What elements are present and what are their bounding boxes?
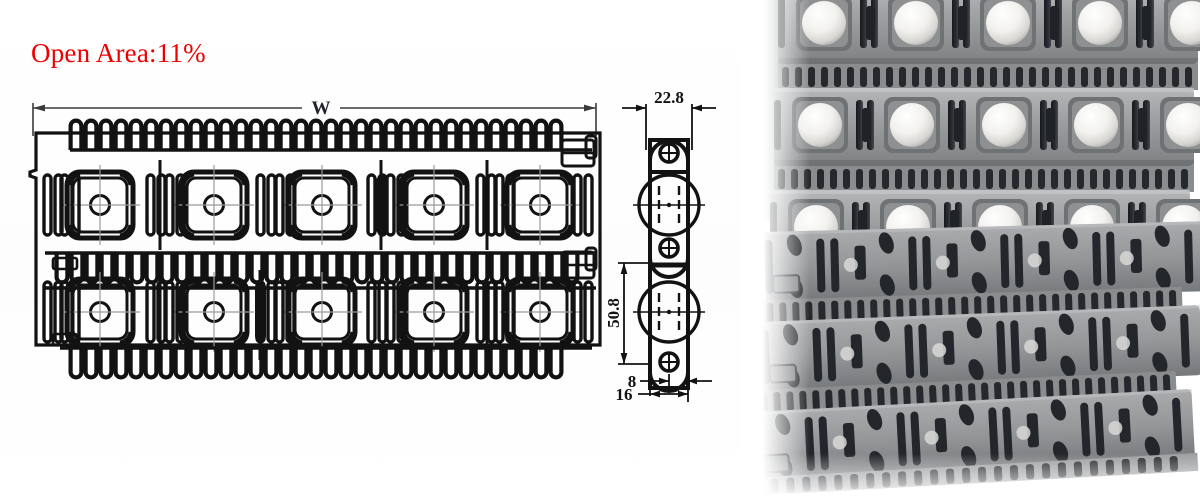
dimension-8-label: 8: [628, 372, 637, 391]
engineering-drawing: W: [28, 88, 716, 404]
technical-drawing-panel: Open Area:11%: [0, 0, 760, 500]
top-view: [28, 121, 602, 378]
product-photo-panel: [740, 0, 1200, 500]
end-link-detail: [560, 134, 598, 280]
dimension-16-label: 16: [616, 385, 633, 404]
ball-socket: [174, 165, 254, 245]
dimension-width-label: W: [312, 98, 331, 119]
ball-socket-row-top: [42, 160, 594, 250]
dimension-16: 16: [616, 374, 689, 404]
dimension-50-8: 50.8: [604, 262, 652, 365]
dimension-8: 8: [628, 372, 712, 396]
belt-photograph: [748, 0, 1200, 496]
dimension-50-8-label: 50.8: [604, 298, 623, 328]
dimension-22-8: 22.8: [622, 88, 716, 150]
ball-socket-row-bottom: [42, 270, 594, 360]
open-area-annotation: Open Area:11%: [31, 38, 206, 68]
end-view: 22.8: [604, 88, 716, 404]
ball-socket: [174, 272, 254, 352]
comb-teeth-top: [70, 121, 592, 150]
dimension-22-8-label: 22.8: [654, 88, 684, 107]
comb-teeth-bottom: [51, 332, 592, 377]
dimension-width: W: [32, 98, 597, 136]
photo-lower-deck: [748, 220, 1200, 496]
